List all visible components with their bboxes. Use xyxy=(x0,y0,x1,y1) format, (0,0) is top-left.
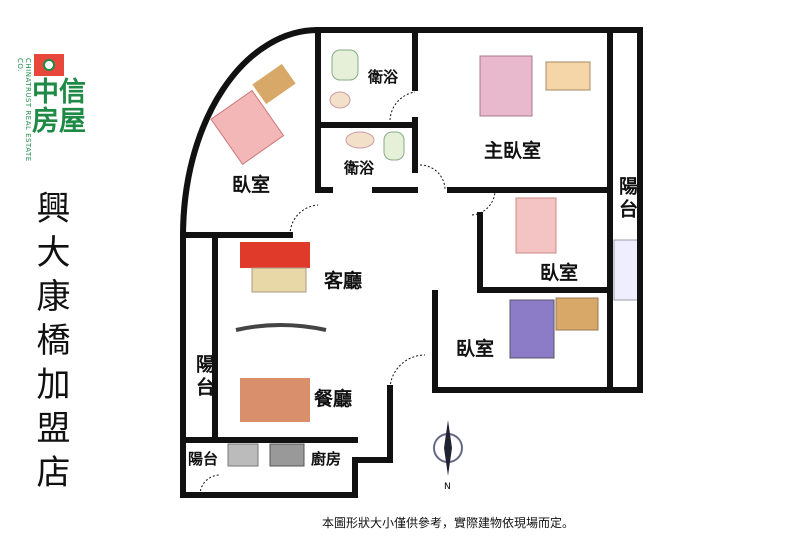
room-label-master-bedroom: 主臥室 xyxy=(484,140,542,162)
sink-icon xyxy=(345,131,375,149)
room-label-bath-2: 衛浴 xyxy=(344,159,375,177)
room-label-balcony-kitchen: 陽台 xyxy=(188,450,219,468)
logo-chinese-name: 中信房屋 xyxy=(32,77,86,137)
disclaimer-note: 本圖形狀大小僅供參考，實際建物依現場而定。 xyxy=(322,516,575,530)
compass-north-label: N xyxy=(444,482,451,492)
sofa-icon xyxy=(240,242,310,268)
coffee-table-icon xyxy=(251,267,307,293)
logo-mark-icon xyxy=(34,54,64,76)
dining-table-icon xyxy=(240,378,310,422)
toilet-icon xyxy=(331,49,359,81)
store-name: 興大康橋加盟店 xyxy=(30,190,70,498)
compass-icon xyxy=(433,420,463,476)
logo-english-name: CHINATRUST REAL ESTATE CO. xyxy=(16,58,32,162)
company-logo: CHINATRUST REAL ESTATE CO. 中信房屋 xyxy=(16,52,98,172)
bed-icon xyxy=(210,89,285,165)
sink-icon xyxy=(227,443,259,467)
room-label-bedroom-mid: 臥室 xyxy=(540,262,579,284)
sink-icon xyxy=(329,91,351,109)
room-label-bedroom-low: 臥室 xyxy=(456,338,495,360)
walls xyxy=(179,27,643,498)
bed-icon xyxy=(515,197,557,254)
room-label-bedroom-left: 臥室 xyxy=(232,174,271,196)
door-swings xyxy=(199,91,496,496)
room-label-kitchen: 廚房 xyxy=(311,450,342,468)
bed-icon xyxy=(509,299,555,359)
desk-icon xyxy=(252,63,296,105)
desk-icon xyxy=(555,297,599,331)
tv-cabinet-icon xyxy=(235,323,327,332)
room-label-living-room: 客廳 xyxy=(324,270,363,292)
room-label-balcony-left: 陽台 xyxy=(193,354,215,400)
toilet-icon xyxy=(383,131,405,161)
furniture xyxy=(210,49,639,467)
master-bed-icon xyxy=(479,55,533,117)
room-label-bath-1: 衛浴 xyxy=(368,68,399,86)
room-label-balcony-right: 陽台 xyxy=(616,176,638,222)
room-label-dining: 餐廳 xyxy=(314,388,353,410)
stove-icon xyxy=(269,443,305,467)
laundry-rack-icon xyxy=(613,239,639,301)
dresser-icon xyxy=(545,61,591,91)
